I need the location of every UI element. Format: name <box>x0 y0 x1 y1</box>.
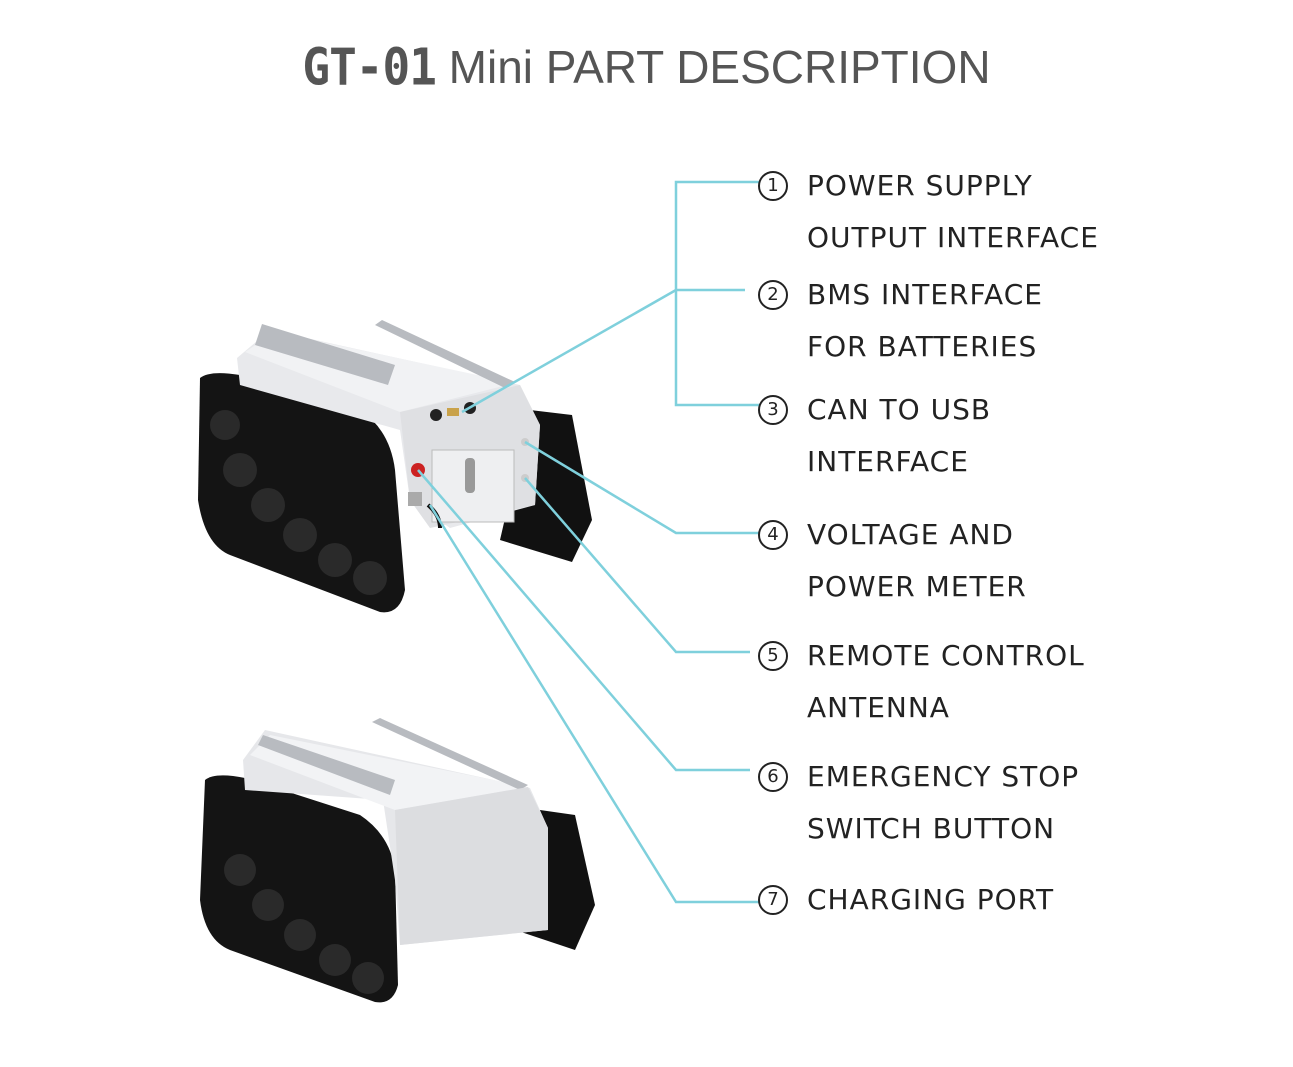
part-4: 4 VOLTAGE AND POWER METER <box>758 509 1027 613</box>
part-label: CHARGING PORT <box>807 883 1055 916</box>
page-title: GT-01 Mini PART DESCRIPTION <box>0 37 1293 97</box>
part-6: 6 EMERGENCY STOP SWITCH BUTTON <box>758 751 1079 855</box>
part-label: EMERGENCY STOP <box>807 760 1080 793</box>
part-label: FOR BATTERIES <box>807 330 1038 363</box>
part-label: VOLTAGE AND <box>807 518 1014 551</box>
title-text: Mini PART DESCRIPTION <box>435 41 991 93</box>
robot-rear-view <box>198 320 592 613</box>
circled-number: 3 <box>758 395 788 425</box>
part-label: POWER SUPPLY <box>807 169 1033 202</box>
part-2: 2 BMS INTERFACE FOR BATTERIES <box>758 269 1043 373</box>
part-label: INTERFACE <box>807 445 969 478</box>
circled-number: 6 <box>758 762 788 792</box>
part-3: 3 CAN TO USB INTERFACE <box>758 384 991 488</box>
circled-number: 5 <box>758 641 788 671</box>
circled-number: 1 <box>758 171 788 201</box>
circled-number: 7 <box>758 885 788 915</box>
part-label: OUTPUT INTERFACE <box>807 221 1099 254</box>
part-label: CAN TO USB <box>807 393 992 426</box>
leader-lines <box>417 180 760 904</box>
circled-number: 2 <box>758 280 788 310</box>
part-label: BMS INTERFACE <box>807 278 1043 311</box>
model-logo: GT-01 <box>302 37 436 97</box>
part-label: SWITCH BUTTON <box>807 812 1056 845</box>
part-label: ANTENNA <box>807 691 950 724</box>
part-label: REMOTE CONTROL <box>807 639 1085 672</box>
robot-side-view <box>200 718 595 1003</box>
circled-number: 4 <box>758 520 788 550</box>
part-1: 1 POWER SUPPLY OUTPUT INTERFACE <box>758 160 1099 264</box>
part-5: 5 REMOTE CONTROL ANTENNA <box>758 630 1085 734</box>
part-7: 7 CHARGING PORT <box>758 874 1054 926</box>
part-label: POWER METER <box>807 570 1027 603</box>
